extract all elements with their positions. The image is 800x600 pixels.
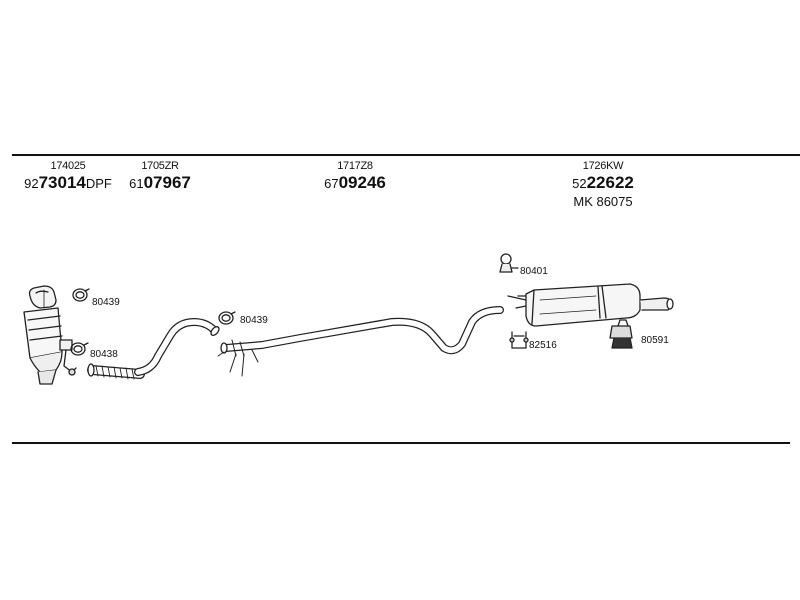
bracket-icon (509, 331, 529, 349)
part-number: 6107967 (129, 173, 191, 192)
part-label-middle-pipe: 1717Z8 6709246 (315, 160, 395, 193)
rubber-mount-icon (499, 253, 519, 273)
top-rule (12, 154, 800, 156)
hanger-label: 80591 (641, 335, 669, 346)
middle-pipe (217, 306, 504, 377)
clamp-icon (72, 288, 90, 302)
rubber-mount-label: 80401 (520, 266, 548, 277)
part-label-front-pipe: 1705ZR 6107967 (120, 160, 200, 193)
part-ref: 174025 (50, 160, 86, 172)
part-ref: 1705ZR (141, 160, 179, 172)
part-ref: 1726KW (582, 160, 624, 172)
catalyst-dpf (23, 285, 77, 385)
part-label-rear-muffler: 1726KW 5222622 MK 86075 (558, 160, 648, 209)
clamp-label: 80439 (92, 297, 120, 308)
part-ref: 1717Z8 (337, 160, 373, 172)
mounting-kit-number: MK 86075 (573, 194, 633, 209)
bottom-rule (12, 442, 790, 444)
clamp-label: 80439 (240, 315, 268, 326)
bracket-label: 82516 (529, 340, 557, 351)
clamp-icon (70, 342, 89, 356)
part-number: 9273014DPF (24, 173, 112, 192)
part-number: 5222622 (572, 173, 634, 192)
rear-muffler (507, 283, 674, 327)
part-number: 6709246 (324, 173, 386, 192)
clamp-label: 80438 (90, 349, 118, 360)
clamp-icon (218, 311, 236, 325)
front-pipe (87, 318, 220, 380)
hanger-icon (609, 319, 633, 349)
part-label-catalyst: 174025 9273014DPF (18, 160, 118, 193)
